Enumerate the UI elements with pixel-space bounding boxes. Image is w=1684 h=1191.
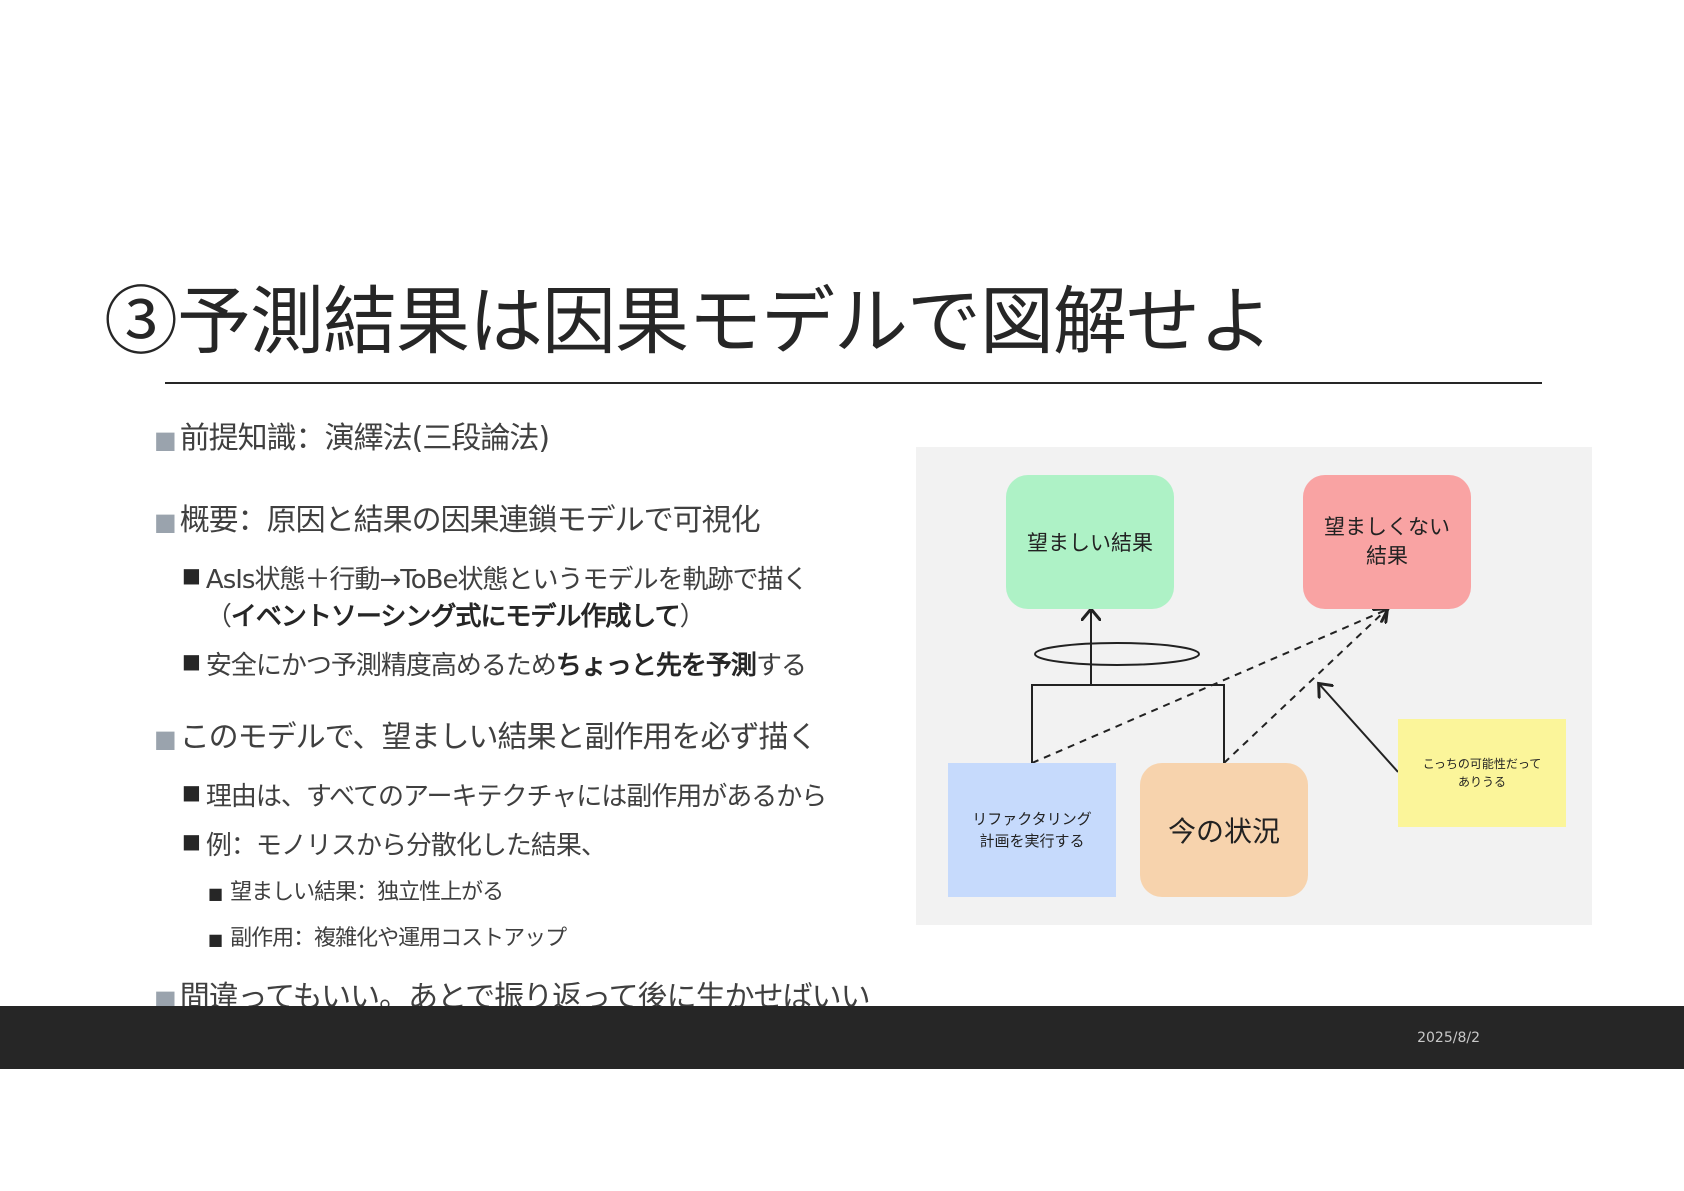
bullet-example-good: ■望ましい結果：独立性上がる: [208, 880, 504, 905]
loop-ellipse: [1034, 642, 1200, 666]
title-divider: [165, 382, 1542, 384]
bullet-list: ■前提知識：演繹法(三段論法) ■概要：原因と結果の因果連鎖モデルで可視化 ■ …: [154, 413, 874, 1036]
square-bullet-icon: ■: [154, 426, 177, 454]
square-bullet-icon: ■: [182, 829, 201, 853]
square-bullet-icon: ■: [182, 649, 201, 673]
bullet-asis-tobe: ■ AsIs状態＋行動→ToBe状態というモデルを軌跡で描く（イベントソーシング…: [182, 559, 874, 633]
refactor-plan-box: リファクタリング 計画を実行する: [948, 763, 1116, 897]
slide-footer: 2025/8/2: [0, 1006, 1684, 1069]
bullet-overview: ■概要：原因と結果の因果連鎖モデルで可視化: [154, 503, 761, 538]
bullet-example: ■例：モノリスから分散化した結果、: [182, 825, 874, 862]
causal-model-diagram: 望ましい結果 望ましくない 結果 リファクタリング 計画を実行する 今の状況 こ…: [916, 447, 1592, 925]
bullet-side-effects: ■このモデルで、望ましい結果と副作用を必ず描く: [154, 720, 817, 755]
bullet-premise: ■前提知識：演繹法(三段論法): [154, 421, 550, 456]
merge-connector: [1031, 684, 1225, 763]
current-situation-box: 今の状況: [1140, 763, 1308, 897]
bullet-reason: ■理由は、すべてのアーキテクチャには副作用があるから: [182, 776, 874, 813]
possibility-note: こっちの可能性だって ありうる: [1398, 719, 1566, 827]
square-bullet-icon: ■: [154, 725, 177, 753]
bad-result-box: 望ましくない 結果: [1303, 475, 1471, 609]
square-bullet-icon: ■: [182, 780, 201, 804]
slide-date: 2025/8/2: [1417, 1030, 1480, 1046]
square-bullet-icon: ■: [208, 884, 223, 903]
slide-title: ③予測結果は因果モデルで図解せよ: [104, 279, 1273, 365]
dashed-arrow-refactor-to-bad: [1031, 610, 1386, 764]
dashed-arrow-current-to-bad: [1223, 610, 1386, 764]
diagram-connectors: [1031, 447, 1399, 773]
bullet-predict-ahead: ■ 安全にかつ予測精度高めるためちょっと先を予測する: [182, 645, 874, 682]
square-bullet-icon: ■: [208, 930, 223, 949]
bullet-example-side: ■副作用：複雑化や運用コストアップ: [208, 926, 567, 951]
square-bullet-icon: ■: [182, 563, 201, 587]
square-bullet-icon: ■: [154, 508, 177, 536]
good-result-box: 望ましい結果: [1006, 475, 1174, 609]
note-pointer-arrow: [1320, 685, 1399, 773]
